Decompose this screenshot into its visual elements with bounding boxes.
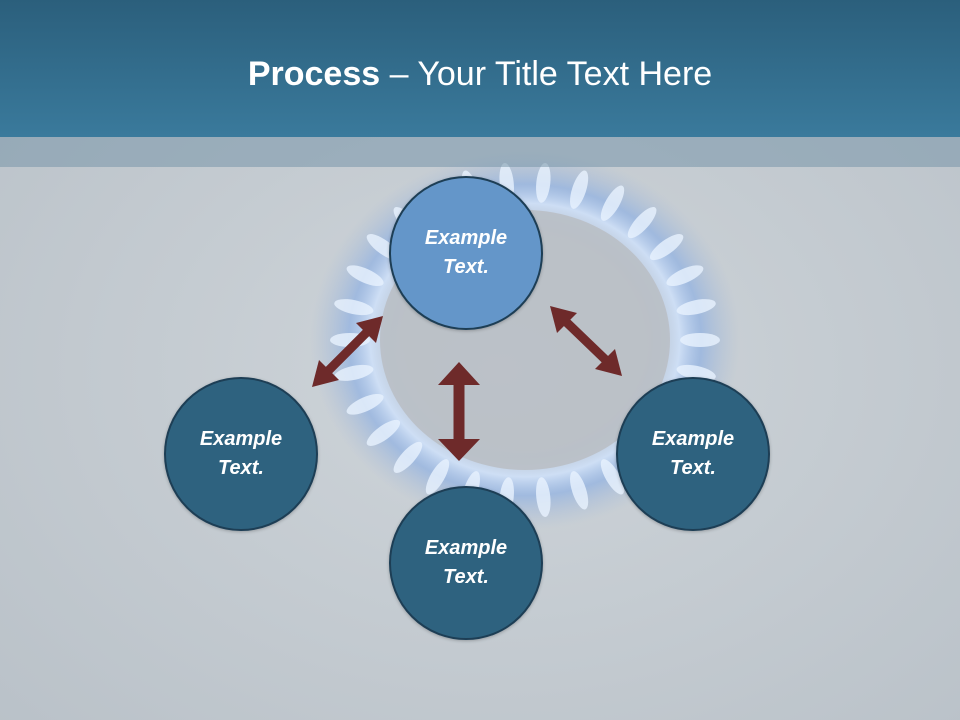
flame-petal bbox=[536, 162, 551, 203]
flame-petal bbox=[536, 477, 551, 518]
process-node-bottom[interactable]: Example Text. bbox=[389, 486, 543, 640]
node-top-line1: Example bbox=[424, 227, 508, 249]
process-node-left[interactable]: Example Text. bbox=[164, 377, 318, 531]
flame-petal bbox=[649, 234, 684, 261]
flame-petal bbox=[570, 170, 589, 209]
node-bottom-line2: Text. bbox=[443, 566, 489, 588]
node-right-line1: Example bbox=[651, 428, 735, 450]
slide-title: Process – Your Title Text Here bbox=[0, 52, 960, 96]
flame-petal bbox=[600, 185, 625, 221]
flame-petal bbox=[676, 364, 716, 381]
node-right-line2: Text. bbox=[670, 457, 716, 479]
title-header-bar bbox=[0, 0, 960, 137]
process-node-right[interactable]: Example Text. bbox=[616, 377, 770, 531]
flame-petal bbox=[425, 459, 450, 495]
node-bottom-line1: Example bbox=[424, 537, 508, 559]
flame-petal bbox=[676, 299, 716, 316]
header-band bbox=[0, 137, 960, 167]
arrow-vertical bbox=[438, 362, 480, 461]
flame-petal bbox=[334, 299, 374, 316]
flame-petal bbox=[627, 207, 657, 239]
flame-petal bbox=[666, 265, 704, 287]
flame-petal bbox=[334, 364, 374, 381]
node-top-line2: Text. bbox=[443, 256, 489, 278]
flame-petal bbox=[393, 441, 423, 473]
title-bold: Process bbox=[247, 55, 381, 93]
node-top-label: Example Text. bbox=[406, 224, 526, 282]
node-left-line2: Text. bbox=[218, 457, 264, 479]
node-bottom-label: Example Text. bbox=[406, 534, 526, 592]
flame-petal bbox=[600, 459, 625, 495]
node-left-line1: Example bbox=[199, 428, 283, 450]
node-left-label: Example Text. bbox=[181, 425, 301, 483]
title-rest: – Your Title Text Here bbox=[380, 55, 713, 93]
arrow-top-left bbox=[312, 316, 383, 387]
flame-petal bbox=[366, 419, 401, 446]
process-node-top[interactable]: Example Text. bbox=[389, 176, 543, 330]
arrow-top-right bbox=[550, 306, 622, 376]
flame-petal bbox=[346, 393, 384, 415]
flame-petal bbox=[570, 471, 589, 510]
node-right-label: Example Text. bbox=[633, 425, 753, 483]
flame-petal bbox=[680, 333, 720, 347]
flame-petal bbox=[346, 265, 384, 287]
